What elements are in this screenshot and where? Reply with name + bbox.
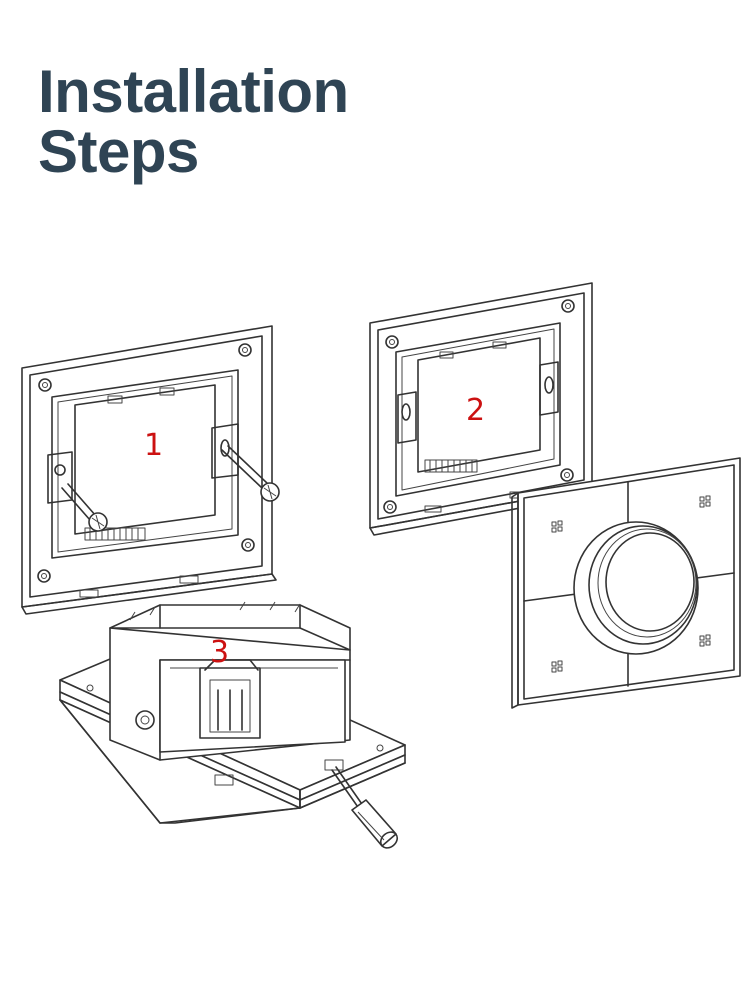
step-3-number: 3 <box>210 635 229 670</box>
step-2-frame: 2 <box>369 282 597 536</box>
screwdriver-icon <box>331 766 399 849</box>
step-2-number: 2 <box>466 393 485 428</box>
page-title-line1: Installation <box>38 58 349 125</box>
step-1-number: 1 <box>144 428 163 463</box>
front-panel <box>511 457 741 709</box>
page-title: Installation Steps <box>38 62 349 182</box>
touch-key-icon <box>699 634 711 647</box>
touch-key-icon <box>551 660 563 673</box>
step-3-module: 3 <box>59 601 406 849</box>
step-1-frame: 1 <box>21 325 280 615</box>
touch-key-icon <box>551 520 563 533</box>
dial-knob-icon <box>573 521 699 655</box>
touch-key-icon <box>699 495 711 508</box>
screw-icon <box>221 445 280 502</box>
screw-icon <box>61 483 108 532</box>
page-title-line2: Steps <box>38 118 199 185</box>
